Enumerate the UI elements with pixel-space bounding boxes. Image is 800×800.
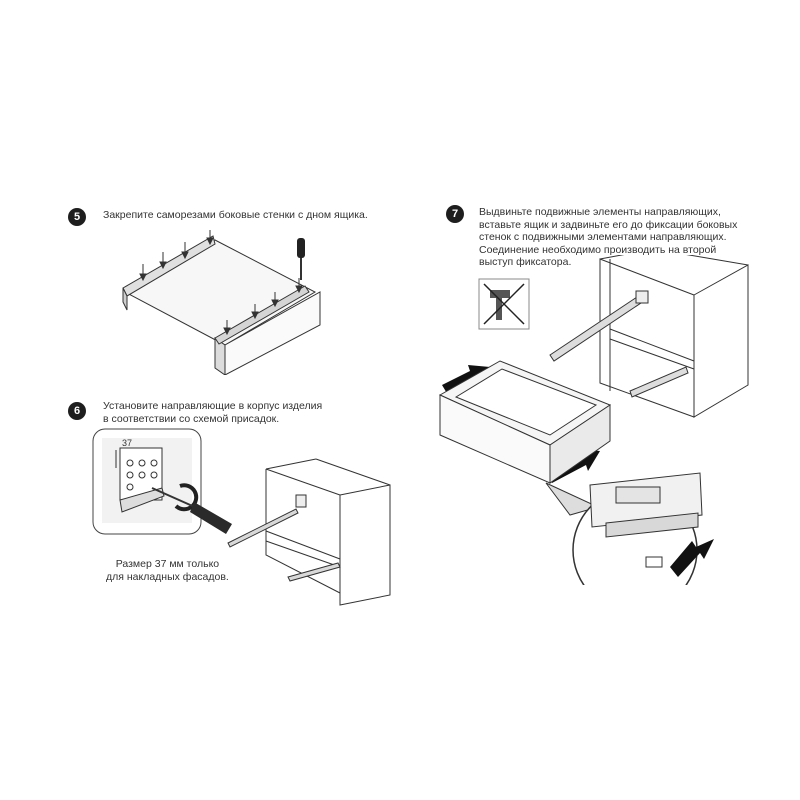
step-5-figure [115,230,325,375]
step-7-line: выступ фиксатора. [479,256,572,268]
step-7-line: вставьте ящик и задвиньте его до фиксаци… [479,218,738,231]
drawer-assembly-screwing-icon [122,230,321,375]
step-5-number: 5 [68,208,86,226]
step-5-line: Закрепите саморезами боковые стенки с дн… [103,209,368,221]
step-6-detail-figure: 37 [92,428,242,543]
step-7-line: стенок с подвижными элементами направляю… [479,231,727,243]
step-7-figure [430,255,775,585]
step-6-note-line: Размер 37 мм только [115,558,220,570]
step-7-number: 7 [446,205,464,223]
step-6-line: Установите направляющие в корпус изделия [103,400,323,412]
step-6-number: 6 [68,402,86,420]
step-7-text: Выдвиньте подвижные элементы направляющи… [479,206,737,269]
dimension-label: 37 [122,438,132,448]
cabinet-with-rails-icon [227,458,391,606]
screwdriver-mounting-rail-icon: 37 [92,428,232,535]
step-6-cabinet-figure [220,455,400,610]
step-6-line: в соответствии со схемой присадок. [103,412,280,425]
step-6-text: Установите направляющие в корпус изделия… [103,400,322,425]
step-6-note: Размер 37 мм только для накладных фасадо… [106,558,229,583]
step-5-text: Закрепите саморезами боковые стенки с дн… [103,209,368,222]
drawer-insertion-icon [438,255,749,585]
step-7-line: Соединение необходимо производить на вто… [479,243,717,256]
no-hammer-icon [478,278,530,330]
step-6-note-line: для накладных фасадов. [106,570,229,583]
step-7-line: Выдвиньте подвижные элементы направляющи… [479,206,721,218]
